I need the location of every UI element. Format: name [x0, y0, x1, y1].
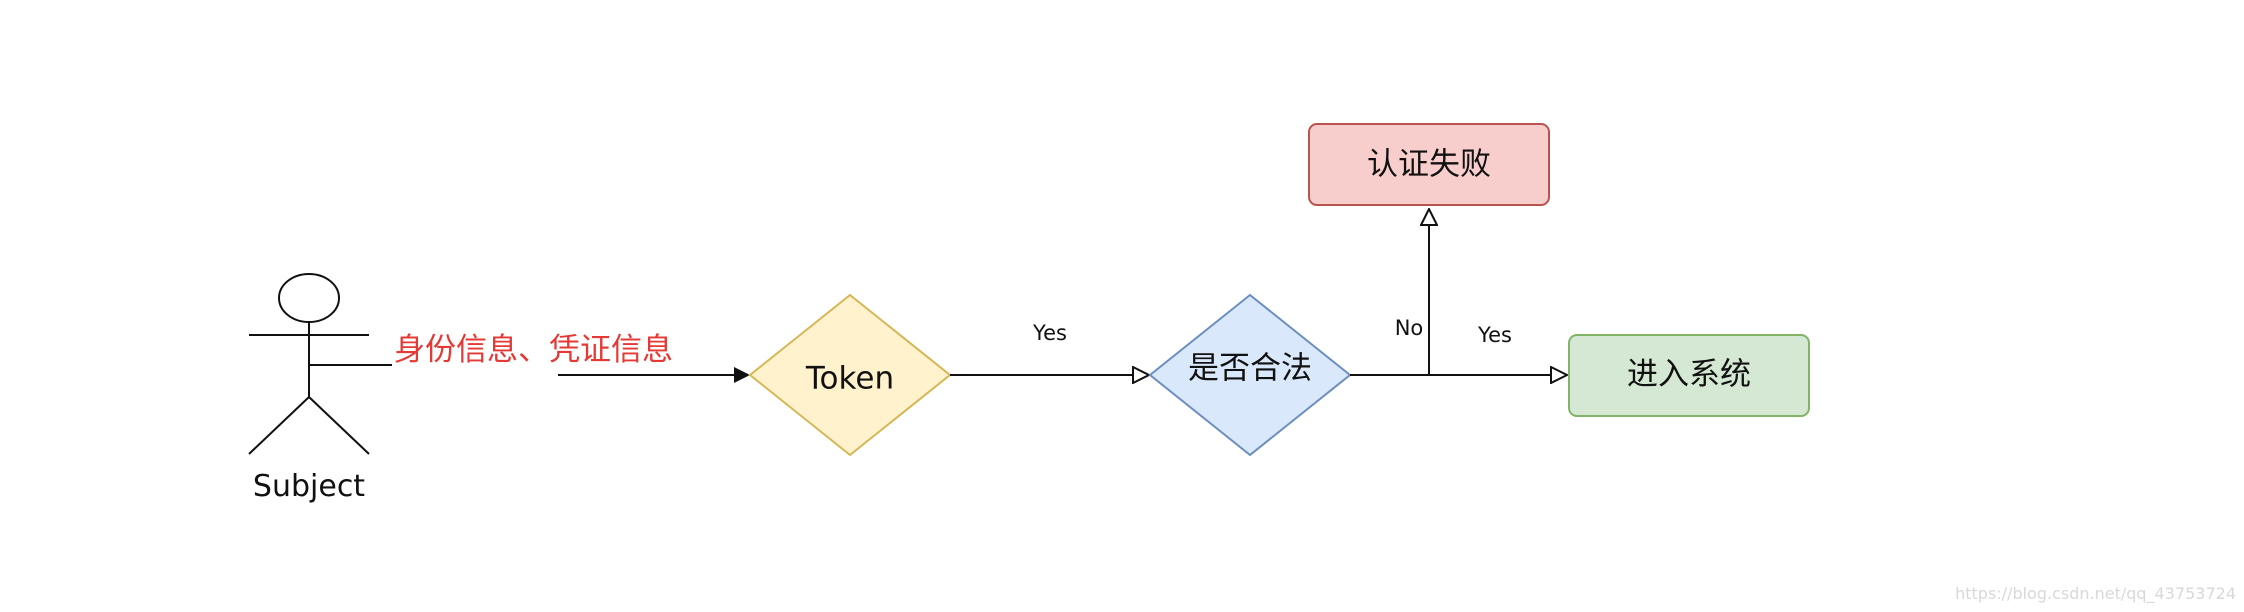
actor-action-label: 身份信息、凭证信息	[394, 332, 673, 368]
legal-node: 是否合法	[1148, 293, 1352, 457]
token-diamond	[748, 293, 952, 457]
enter-label: 进入系统	[1627, 357, 1751, 393]
token-to-legal-label: Yes	[1032, 321, 1067, 345]
fail-label: 认证失败	[1367, 147, 1491, 183]
actor-subject: Subject	[248, 273, 370, 504]
fail-node: 认证失败	[1308, 123, 1550, 206]
actor-label: Subject	[253, 469, 365, 504]
legal-to-enter-label: Yes	[1477, 323, 1512, 347]
enter-node: 进入系统	[1568, 334, 1810, 417]
actor-left-leg	[248, 396, 310, 455]
token-node: Token	[748, 293, 952, 457]
enter-box	[1568, 334, 1810, 417]
token-label: Token	[805, 361, 894, 397]
legal-diamond	[1148, 293, 1352, 457]
watermark-text: https://blog.csdn.net/qq_43753724	[1955, 584, 2236, 604]
actor-head	[278, 273, 340, 323]
legal-to-fail-label: No	[1395, 316, 1424, 340]
legal-label: 是否合法	[1188, 351, 1312, 387]
fail-box	[1308, 123, 1550, 206]
actor-right-leg	[308, 396, 370, 455]
